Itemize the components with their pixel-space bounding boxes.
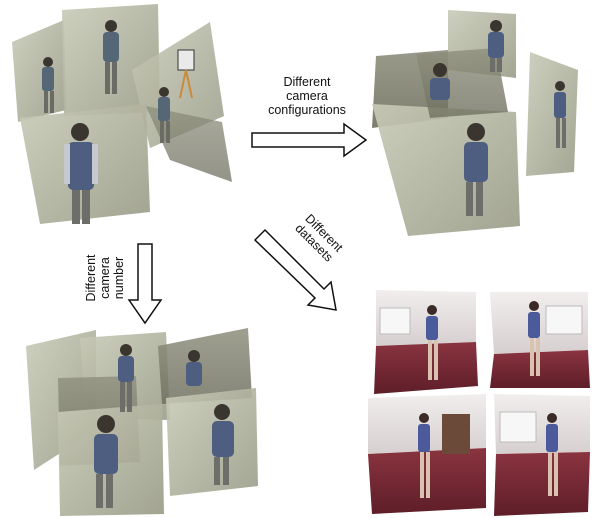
person-figure — [64, 123, 98, 224]
configurations-label-line-1: Different — [283, 75, 331, 89]
studio-cluster-top-left — [12, 4, 232, 224]
camera-number-label-line-3: number — [112, 256, 126, 300]
person-figure — [118, 344, 134, 412]
person-figure — [186, 350, 202, 386]
person-figure — [158, 87, 170, 143]
studio-cluster-bottom-left — [26, 328, 258, 516]
person-figure — [42, 57, 54, 113]
camera-view — [368, 394, 486, 514]
configurations-label: Different camera configurations — [262, 75, 352, 117]
camera-view — [526, 52, 578, 176]
camera-number-label-line-1: Different — [84, 254, 98, 302]
person-figure — [212, 404, 234, 485]
arrow-right-configurations — [251, 122, 368, 158]
camera-view — [372, 104, 520, 236]
arrow-down-camera-number — [127, 243, 163, 325]
camera-view — [494, 394, 590, 516]
person-figure — [464, 123, 488, 216]
camera-view — [158, 328, 252, 404]
person-figure — [94, 415, 118, 508]
person-figure — [430, 63, 450, 100]
lab-cluster-bottom-right — [368, 290, 590, 516]
configurations-label-line-3: configurations — [268, 103, 346, 117]
tripod — [177, 49, 195, 99]
camera-number-label: Different camera number — [84, 241, 126, 315]
camera-view — [12, 20, 66, 122]
camera-number-label-line-2: camera — [98, 257, 112, 299]
camera-view — [374, 290, 478, 394]
person-figure — [554, 81, 566, 148]
arrow-diagonal-datasets — [253, 228, 337, 311]
camera-view — [490, 292, 590, 388]
configurations-label-line-2: camera — [286, 89, 328, 103]
studio-cluster-top-right — [372, 10, 578, 236]
person-figure — [103, 20, 119, 94]
person-figure — [488, 20, 504, 72]
